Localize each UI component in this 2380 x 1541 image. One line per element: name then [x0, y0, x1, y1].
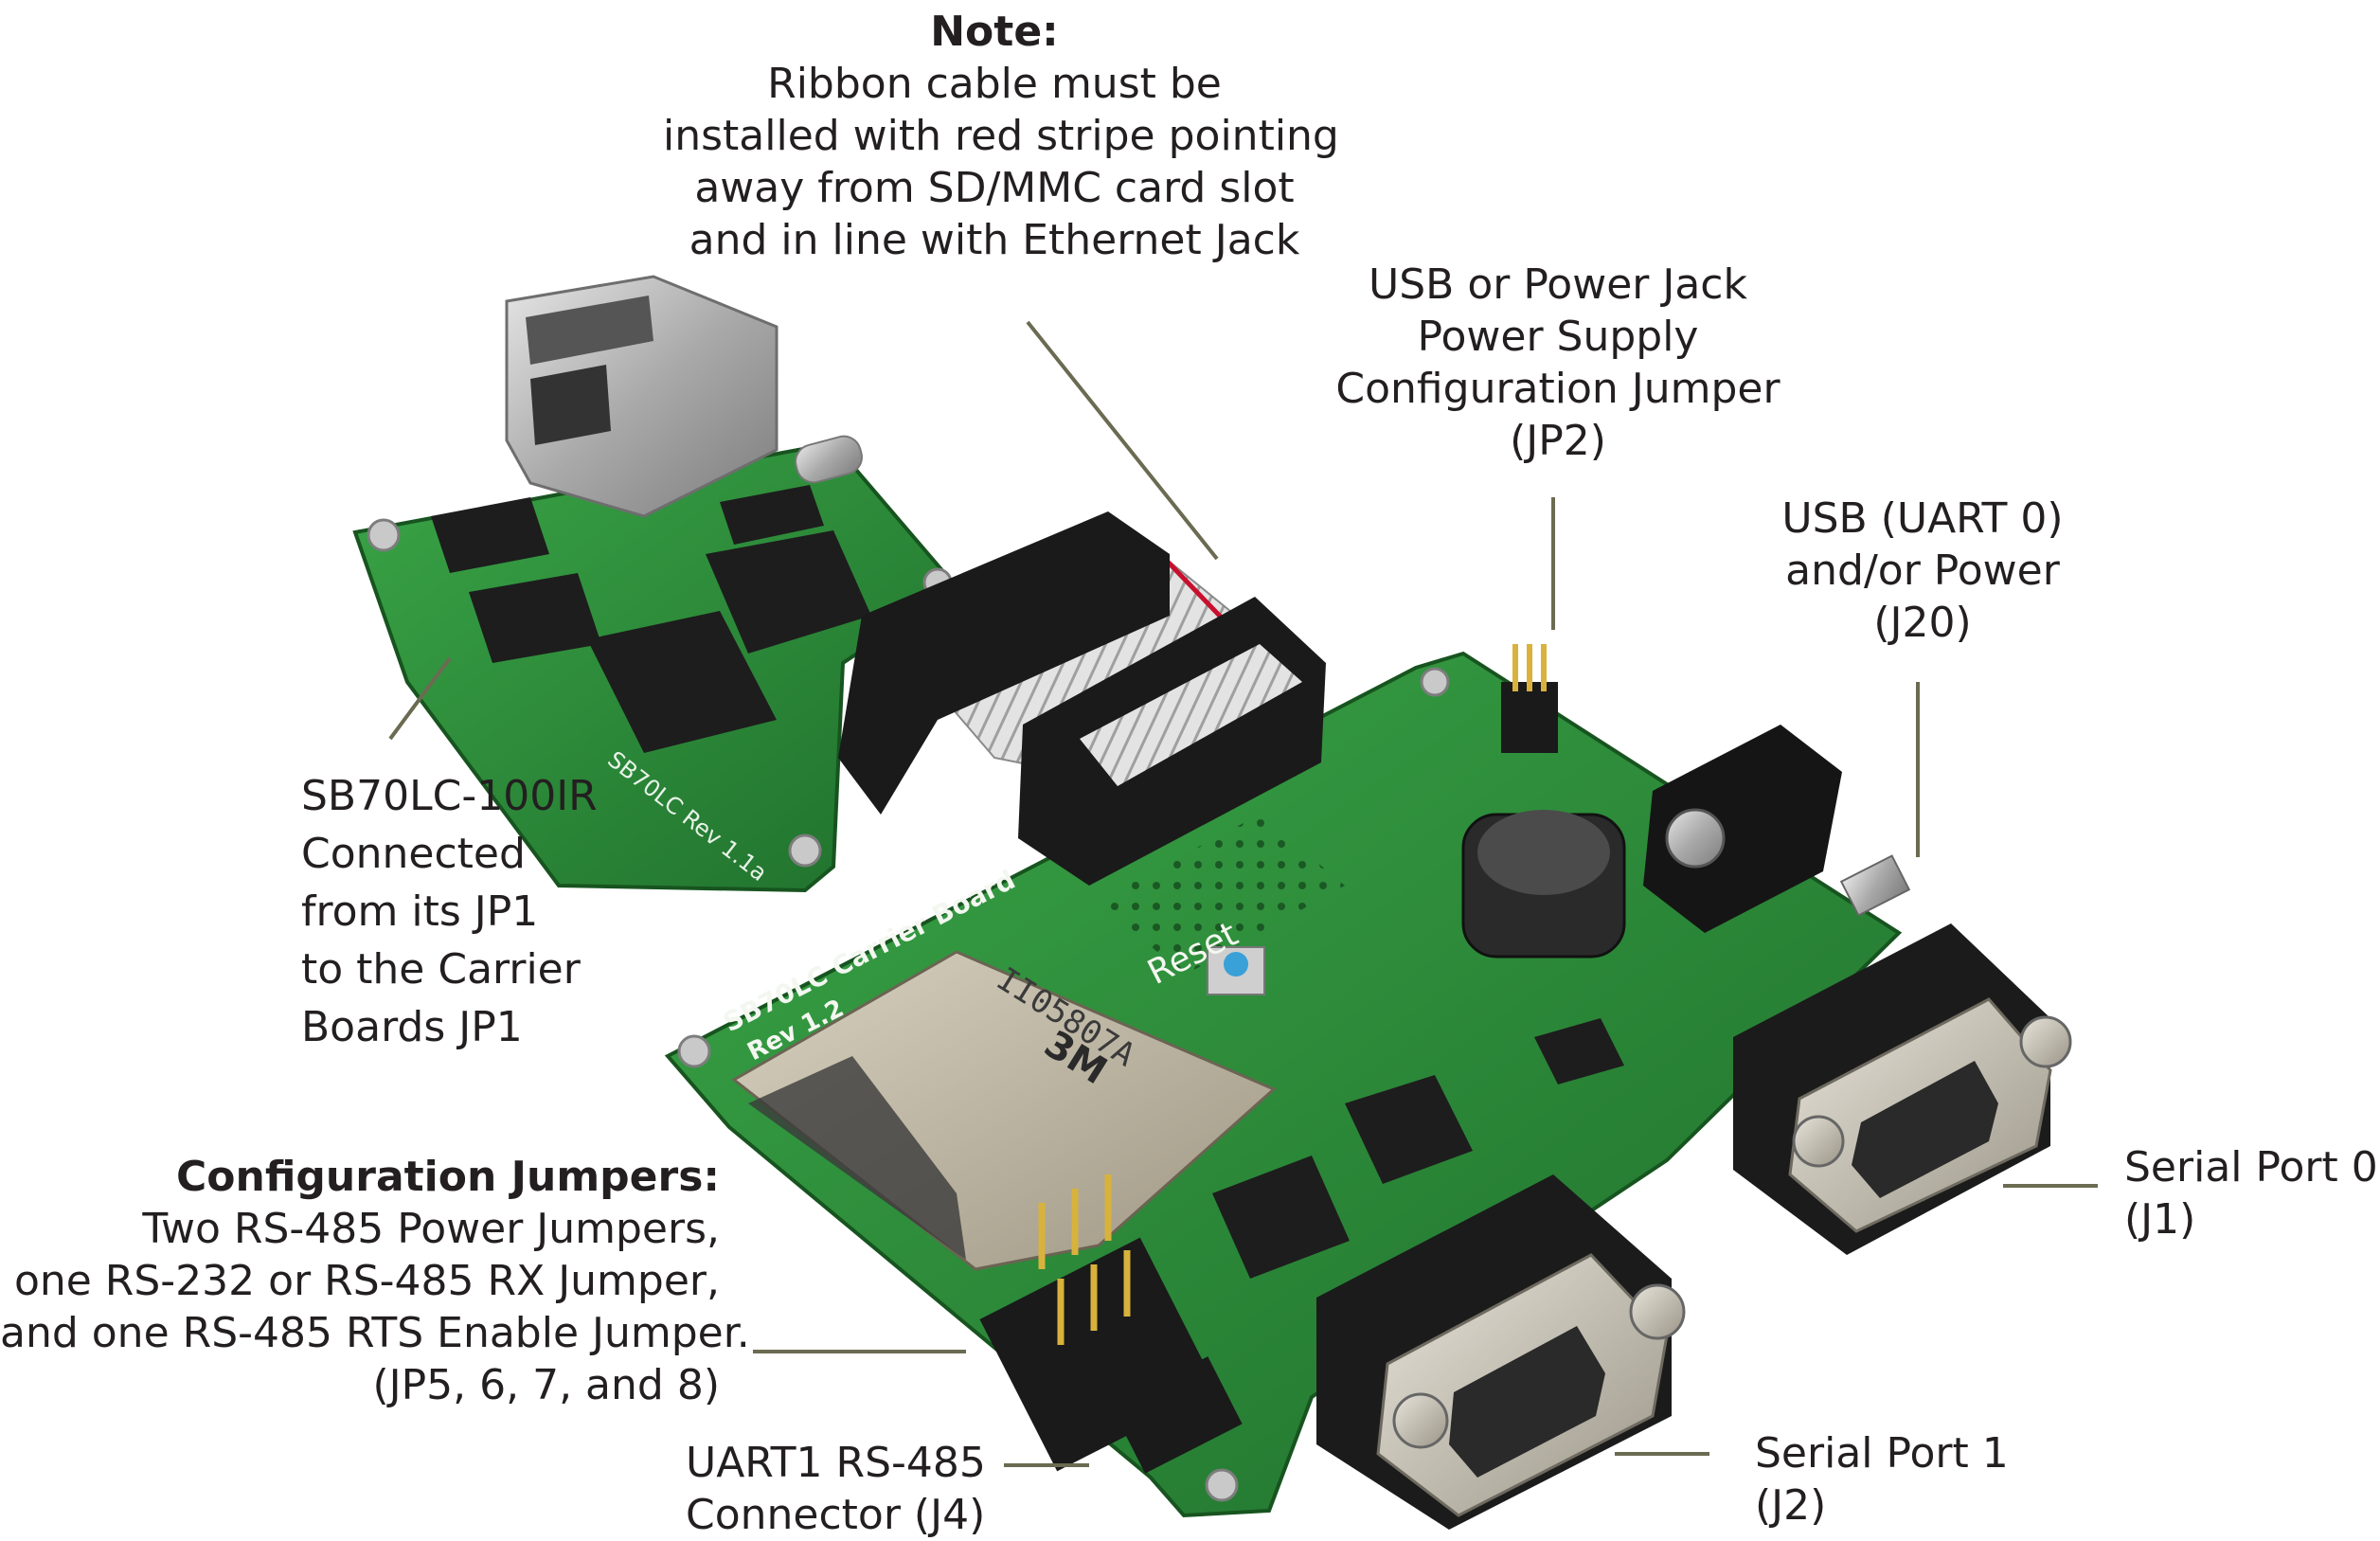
callout-usb-uart0-line: and/or Power: [1785, 547, 2060, 595]
callout-usb-uart0: USB (UART 0) and/or Power (J20): [1762, 493, 2084, 649]
module-chip-serial: [469, 573, 601, 663]
db9-serial-port-1: [1316, 1174, 1686, 1530]
callout-sb70lc: SB70LC-100IR Connected from its JP1 to t…: [301, 767, 614, 1056]
callout-serial-port-0: Serial Port 0 (J1): [2124, 1141, 2378, 1245]
callout-serial-port-1: Serial Port 1 (J2): [1755, 1427, 2020, 1532]
callout-usb-power-jumper-line: Power Supply: [1417, 313, 1699, 361]
callout-uart1-rs485: UART1 RS-485 Connector (J4): [686, 1437, 989, 1541]
carrier-board: II05807A 3M Reset SB70LC Carrier Board R…: [664, 644, 2072, 1530]
module-chip-ethernet-phy: [431, 497, 549, 573]
callout-config-jumpers-line: one RS-232 or RS-485 RX Jumper,: [13, 1257, 720, 1305]
callout-config-jumpers-line: (JP5, 6, 7, and 8): [372, 1361, 720, 1409]
ic-u2: [1212, 1156, 1350, 1279]
callout-note-title: Note:: [930, 8, 1059, 56]
db9-serial-port-0: [1733, 923, 2072, 1255]
ic-u7: [1534, 1018, 1624, 1084]
callout-sb70lc-line: Connected: [301, 830, 526, 878]
callout-config-jumpers-title: Configuration Jumpers:: [175, 1153, 720, 1201]
callout-config-jumpers-line: and one RS-485 RTS Enable Jumper.: [0, 1309, 750, 1357]
j4-rs485-connector: [1110, 1356, 1243, 1474]
callout-usb-uart0-line: (J20): [1873, 599, 1972, 647]
callout-serial-port-1-line: (J2): [1755, 1481, 1827, 1530]
leader-sb70lc: [388, 656, 452, 741]
callout-sb70lc-line: SB70LC-100IR: [301, 772, 598, 820]
callout-uart1-rs485-line: UART1 RS-485: [686, 1439, 986, 1487]
callout-usb-power-jumper-line: Configuration Jumper: [1335, 365, 1781, 413]
leader-note: [1026, 320, 1219, 561]
callout-note-line: Ribbon cable must be: [767, 60, 1222, 108]
ic-u1: [1345, 1075, 1473, 1184]
leader-lines: [388, 320, 2098, 1467]
callout-usb-power-jumper-line: (JP2): [1510, 417, 1606, 465]
callout-sb70lc-line: to the Carrier: [301, 945, 581, 994]
jp2-header: [1501, 682, 1558, 753]
dc-power-jack: [1643, 725, 1842, 933]
sb70lc-module: SB70LC Rev 1.1a: [352, 275, 959, 893]
callout-uart1-rs485-line: Connector (J4): [686, 1491, 986, 1539]
callout-config-jumpers: Configuration Jumpers: Two RS-485 Power …: [0, 1151, 750, 1411]
callout-usb-uart0-line: USB (UART 0): [1781, 494, 2064, 543]
callout-usb-power-jumper: USB or Power Jack Power Supply Configura…: [1326, 259, 1790, 467]
callout-sb70lc-line: from its JP1: [301, 887, 539, 936]
callout-usb-power-jumper-line: USB or Power Jack: [1369, 260, 1747, 309]
crystal-can: [795, 435, 863, 484]
jp1-header-field: [1099, 815, 1345, 976]
ribbon-connector-module: [838, 511, 1170, 815]
module-chip-cpu: [706, 530, 871, 654]
callout-note: Note: Ribbon cable must be installed wit…: [663, 6, 1339, 266]
callout-sb70lc-line: Boards JP1: [301, 1003, 523, 1051]
callout-config-jumpers-line: Two RS-485 Power Jumpers,: [142, 1205, 720, 1253]
callout-serial-port-0-line: Serial Port 0: [2124, 1143, 2378, 1192]
usb-mini-connector: [1839, 854, 1911, 917]
callout-serial-port-0-line: (J1): [2124, 1195, 2196, 1244]
callout-note-line: installed with red stripe pointing: [663, 112, 1339, 160]
callout-note-line: and in line with Ethernet Jack: [689, 216, 1300, 264]
callout-serial-port-1-line: Serial Port 1: [1755, 1429, 2009, 1478]
ribbon-cable: [838, 511, 1326, 886]
callout-note-line: away from SD/MMC card slot: [694, 164, 1295, 212]
module-chip-sdram: [587, 611, 777, 753]
module-chip-flash: [720, 485, 824, 545]
